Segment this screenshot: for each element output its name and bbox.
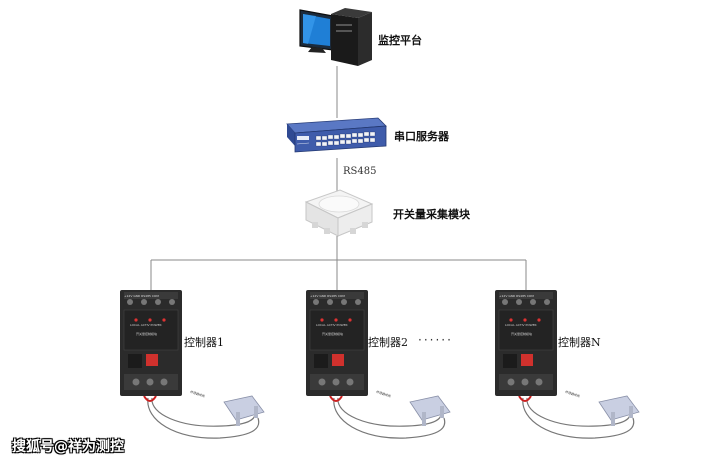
device-led-print-1: LOCAL ACTIV POWER — [130, 323, 162, 327]
device-header-print-n: +12V GND RS485 COM — [499, 294, 534, 298]
device-led-print-n: LOCAL ACTIV POWER — [505, 323, 537, 327]
device-brand-print-n: 开关量控制模块 — [511, 332, 533, 336]
switch-module-icon — [304, 189, 374, 237]
device-brand-print-2: 开关量控制模块 — [322, 332, 344, 336]
collector-label: 开关量采集模块 — [393, 208, 470, 221]
controller-label-n: 控制器N — [558, 336, 601, 349]
bus-label: RS485 — [343, 166, 377, 177]
device-brand-print-1: 开关量控制模块 — [136, 332, 158, 336]
device-header-print-1: +12V GND RS485 COM — [124, 294, 159, 298]
din-module-icon — [495, 290, 557, 396]
controller-label-2: 控制器2 — [368, 336, 408, 349]
network-switch-icon — [286, 117, 387, 153]
din-module-icon — [120, 290, 182, 396]
controller-label-1: 控制器1 — [184, 336, 224, 349]
controller-device-2 — [306, 290, 368, 396]
controller-device-1 — [120, 290, 182, 396]
din-module-icon — [306, 290, 368, 396]
desktop-computer-icon — [299, 8, 372, 66]
watermark: 搜狐号@祥为测控 — [12, 439, 124, 455]
device-header-print-2: +12V GND RS485 COM — [310, 294, 345, 298]
controller-device-n — [495, 290, 557, 396]
platform-label: 监控平台 — [378, 34, 422, 47]
device-led-print-2: LOCAL ACTIV POWER — [316, 323, 348, 327]
sensor-assembly-2 — [329, 395, 451, 439]
sensor-assembly-n — [518, 395, 640, 439]
server-label: 串口服务器 — [394, 130, 449, 143]
ellipsis: ······ — [418, 333, 453, 347]
sensor-assembly-1 — [143, 395, 265, 439]
